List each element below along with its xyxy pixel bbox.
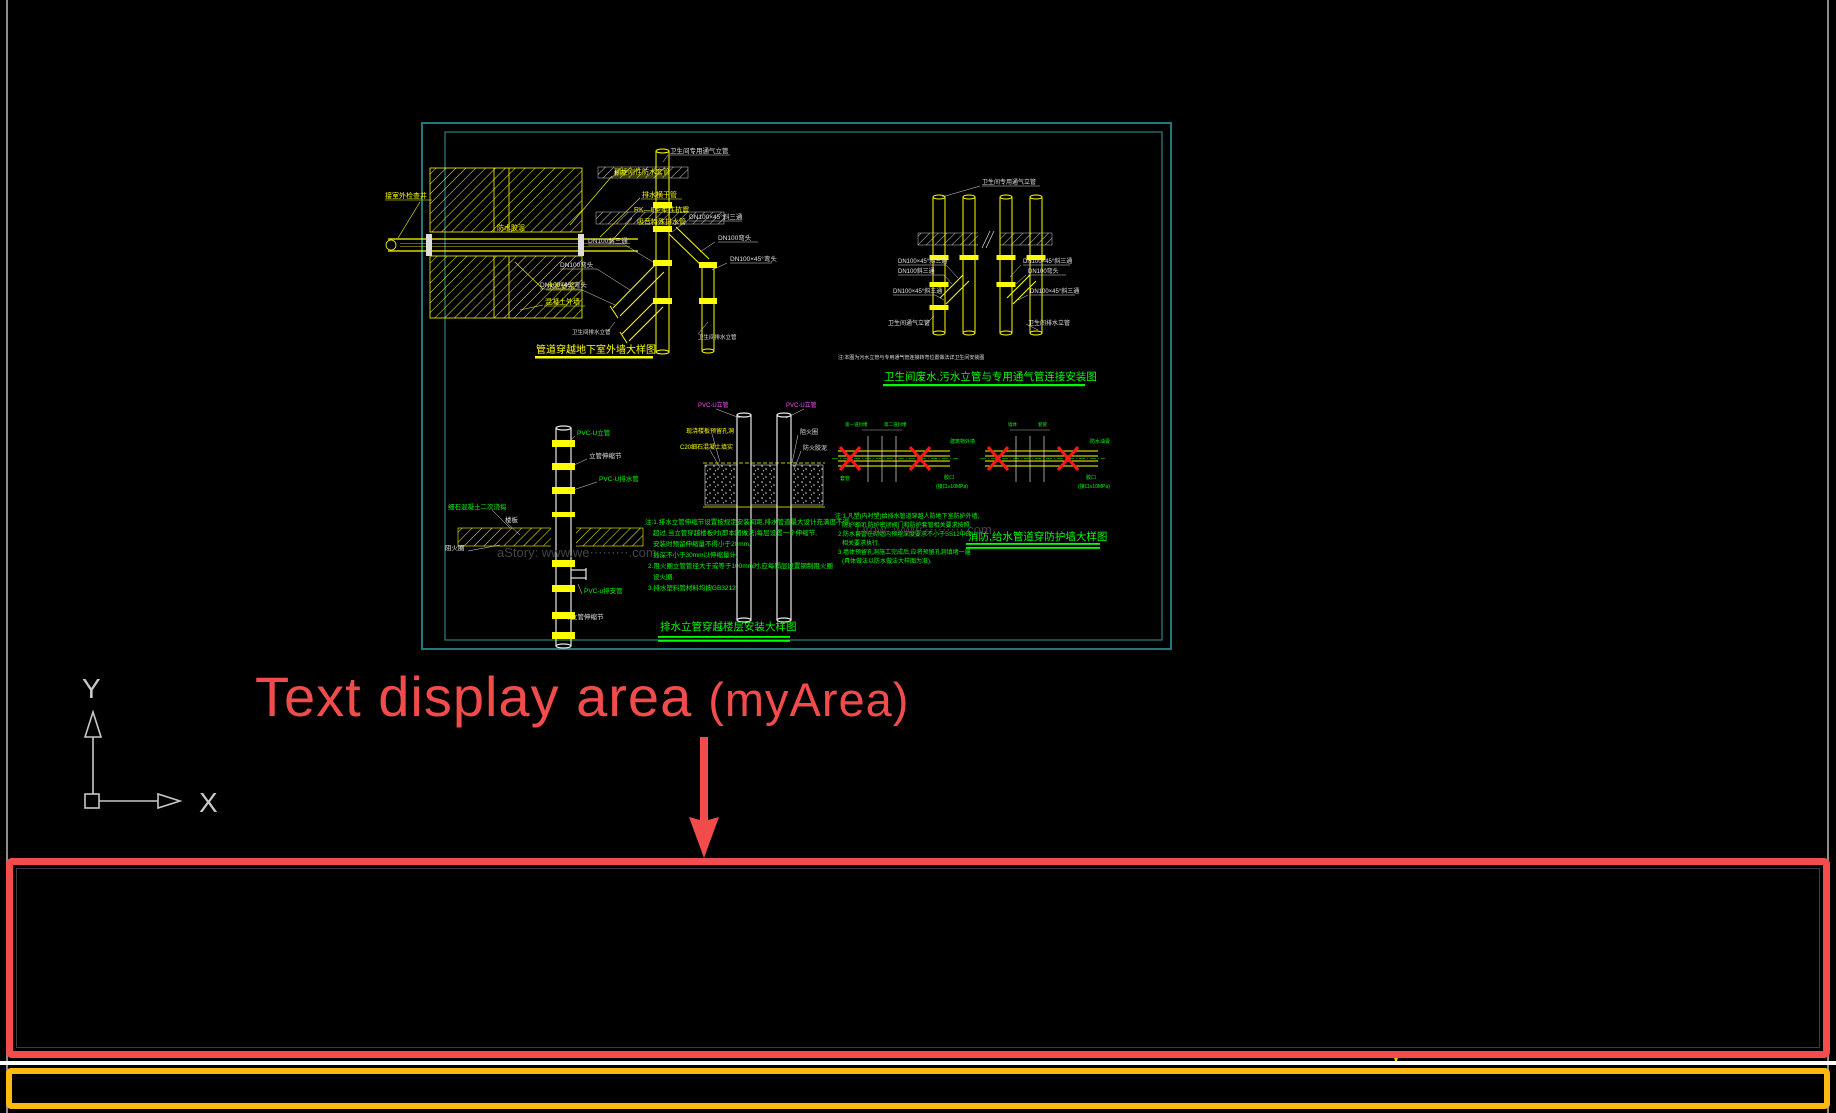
cad-label: DN100弯头 bbox=[718, 233, 752, 242]
cad-label: 现浇楼板预留孔洞 bbox=[686, 427, 734, 435]
cad-label: PVC-U立管 bbox=[786, 401, 817, 409]
svg-text:2.阻火圈立管管径大于或等于100mm时,应每隔层设置钢制阻: 2.阻火圈立管管径大于或等于100mm时,应每隔层设置钢制阻火圈 bbox=[648, 561, 833, 570]
detail-title-3: 排水立管穿越楼层安装大样图 bbox=[660, 620, 797, 633]
notes-center: 注:1.排水立管伸缩节设置按规定安装间距,排水管道最大设计充满度不得 超过,当立… bbox=[645, 517, 850, 592]
detail-fire-sleeve-left: 第一道封堵 第二道封堵 建筑物外墙 套管 胶口 (接口≥10MPa) bbox=[832, 421, 975, 490]
cad-label: 排水横干管 bbox=[642, 190, 677, 199]
detail-vent-riser: 卫生间专用通气立管 DN100×45°斜三通 DN100弯头 DN100×45°… bbox=[540, 146, 777, 355]
cad-label: 细石混凝土二次浇捣 bbox=[448, 502, 507, 511]
watermark: aStory: www.we⋯⋯⋯.com Drow: www.⋯⋯⋯.com bbox=[497, 522, 992, 560]
cad-label: RK—Ⅱ型柔性抗震 bbox=[634, 205, 689, 214]
area-annotation-paren: (myArea) bbox=[708, 673, 910, 726]
detail-title-1: 管道穿越地下室外墙大样图 bbox=[536, 343, 656, 356]
detail-fire-sleeve-right: 墙体 套管 防水油膏 胶口 (接口≥10MPa) bbox=[980, 421, 1110, 490]
input-box-frame bbox=[6, 1068, 1830, 1109]
detail-riser-group: 卫生间专用通气立管 DN100×45°斜三通 DN100斜三通 DN100×45… bbox=[838, 178, 1097, 387]
cad-label: PVC-u排支管 bbox=[584, 586, 623, 595]
cad-label: PVC-U立管 bbox=[577, 428, 611, 437]
text-display-area[interactable] bbox=[18, 870, 1822, 1050]
cad-label: 接室外检查井 bbox=[385, 191, 427, 200]
cad-label: DN100斜三通 bbox=[588, 236, 628, 245]
ucs-y-label: Y bbox=[82, 673, 101, 704]
text-display-area-frame bbox=[6, 858, 1830, 1058]
cad-label: 防水胶泥 bbox=[497, 223, 525, 232]
cad-label: (接口≥10MPa) bbox=[1078, 483, 1110, 490]
cad-label: 第二道封堵 bbox=[884, 421, 907, 428]
svg-text:防护密闭,防护密闭阀门和防护套管相关要求按照,: 防护密闭,防护密闭阀门和防护套管相关要求按照, bbox=[842, 521, 972, 529]
svg-text:3.排水塑料管材料均按GB3212.: 3.排水塑料管材料均按GB3212. bbox=[648, 583, 738, 592]
cad-label: 卫生间排水立管 bbox=[572, 328, 611, 336]
cad-label: 第一道封堵 bbox=[845, 421, 868, 428]
detail-floor-penetration: PVC-U立管 PVC-U立管 现浇楼板预留孔洞 C20细石混凝土填实 阻火圈 … bbox=[680, 401, 827, 623]
svg-text:(具体做法以防水做法大样图为准).: (具体做法以防水做法大样图为准). bbox=[842, 557, 932, 565]
detail-title-2: 卫生间废水,污水立管与专用通气管连接安装图 bbox=[884, 370, 1097, 383]
window-right-border bbox=[1827, 0, 1829, 1113]
cad-label: DN100弯头 bbox=[560, 260, 594, 269]
cad-label: 防水油膏 bbox=[1090, 438, 1110, 445]
window-left-border bbox=[6, 0, 8, 1113]
svg-text:插深不小于30mm以伸缩量计,: 插深不小于30mm以伸缩量计, bbox=[653, 550, 738, 559]
input-box[interactable] bbox=[16, 1076, 1824, 1103]
cad-label: 立管伸缩节 bbox=[571, 612, 604, 621]
svg-text:安装时预留伸缩量不得小于20mm,: 安装时预留伸缩量不得小于20mm, bbox=[653, 539, 751, 548]
cad-drawing-viewport[interactable]: 预埋刚性防水套管 排水横干管 RK—Ⅱ型柔性抗震 吸音特殊排水管 接室外检查井 … bbox=[370, 115, 1185, 660]
cad-label: 楼板 bbox=[505, 515, 519, 524]
svg-text:注:1.凡塑(内衬塑)给排水管道穿越人防地下室防护外墙,: 注:1.凡塑(内衬塑)给排水管道穿越人防地下室防护外墙, bbox=[835, 512, 980, 520]
svg-text:相关要求执行,: 相关要求执行, bbox=[842, 539, 880, 547]
ucs-x-label: X bbox=[199, 787, 218, 818]
cad-label: 套管 bbox=[1038, 421, 1047, 428]
svg-text:2.防水套管在砌墙内预埋深度要求不小于SS12中的: 2.防水套管在砌墙内预埋深度要求不小于SS12中的 bbox=[838, 530, 972, 538]
cad-label: 卫生间排水立管 bbox=[698, 333, 737, 341]
cad-label: 套管 bbox=[840, 475, 850, 482]
cad-label: 胶口 bbox=[944, 474, 954, 481]
cad-label: DN100×45°斜三通 bbox=[1030, 287, 1079, 295]
detail-title-4: 消防,给水管道穿防护墙大样图 bbox=[968, 530, 1107, 543]
cad-label: 墙体 bbox=[1008, 421, 1017, 428]
cad-label: DN100×45°斜三通 bbox=[689, 212, 743, 221]
ucs-icon: Y X bbox=[82, 673, 218, 818]
cad-label: 卫生间通气立管 bbox=[888, 319, 930, 327]
cad-label: 混凝土外墙 bbox=[545, 297, 580, 306]
cad-label: DN100×45°斜三通 bbox=[1023, 257, 1072, 265]
svg-text:3.墙体预留孔洞施工完成后,应将预留孔洞填堵一遍: 3.墙体预留孔洞施工完成后,应将预留孔洞填堵一遍 bbox=[838, 548, 971, 556]
cad-label: 卫生间专用通气立管 bbox=[670, 146, 729, 155]
svg-text:Drow: www.⋯⋯⋯.com: Drow: www.⋯⋯⋯.com bbox=[856, 522, 992, 537]
cad-label: 阻火圈 bbox=[800, 428, 818, 436]
cad-label: (接口≥10MPa) bbox=[936, 483, 968, 490]
cad-label: 标高 bbox=[614, 169, 626, 177]
area-annotation: Text display area (myArea) bbox=[255, 664, 909, 729]
svg-text:aStory: www.we⋯⋯⋯.com: aStory: www.we⋯⋯⋯.com bbox=[497, 545, 657, 560]
area-arrow-icon bbox=[689, 737, 719, 858]
cad-label: 水泥砂浆 bbox=[547, 281, 575, 290]
separator-line bbox=[0, 1061, 1836, 1065]
cad-label: 卫生间专用通气立管 bbox=[982, 178, 1036, 186]
detail-wall-penetration: 预埋刚性防水套管 排水横干管 RK—Ⅱ型柔性抗震 吸音特殊排水管 接室外检查井 … bbox=[385, 167, 689, 359]
cad-label: 立管伸缩节 bbox=[589, 451, 622, 460]
cad-label: PVC-U排水管 bbox=[599, 474, 639, 483]
cad-label: DN100弯头 bbox=[1028, 267, 1059, 275]
cad-label: 卫生间排水立管 bbox=[1028, 319, 1070, 327]
cad-label: 建筑物外墙 bbox=[950, 438, 975, 445]
cad-label: C20细石混凝土填实 bbox=[680, 443, 733, 451]
cad-label: 阻火圈 bbox=[445, 543, 465, 552]
cad-label: 防火胶泥 bbox=[803, 444, 827, 452]
cad-label: DN100×45°弯头 bbox=[540, 280, 587, 289]
svg-text:注:1.排水立管伸缩节设置按规定安装间距,排水管道最大设计充: 注:1.排水立管伸缩节设置按规定安装间距,排水管道最大设计充满度不得 bbox=[645, 517, 850, 526]
detail-titles: 排水立管穿越楼层安装大样图 消防,给水管道穿防护墙大样图 bbox=[658, 530, 1107, 642]
svg-text:超过,当立管穿越楼板时(即本图做法)每层设置一个伸缩节,: 超过,当立管穿越楼板时(即本图做法)每层设置一个伸缩节, bbox=[653, 528, 817, 537]
area-annotation-text: Text display area bbox=[255, 665, 693, 728]
notes-right: 注:1.凡塑(内衬塑)给排水管道穿越人防地下室防护外墙, 防护密闭,防护密闭阀门… bbox=[835, 512, 980, 565]
cad-note-small: 注:本图为污水立管与专用通气管连接转弯位置做法详卫生间安装图 bbox=[838, 354, 984, 361]
cad-label: DN100×45°斜三通 bbox=[898, 257, 947, 265]
cad-label: PVC-U立管 bbox=[698, 401, 729, 409]
cad-label: DN100×45°斜三通 bbox=[893, 287, 942, 295]
detail-pvc-riser: PVC-U立管 立管伸缩节 PVC-U排水管 细石混凝土二次浇捣 楼板 阻火圈 … bbox=[445, 425, 644, 649]
svg-text:设火圈.: 设火圈. bbox=[653, 572, 675, 581]
sheet-border bbox=[421, 122, 1172, 650]
cad-label: DN100斜三通 bbox=[898, 267, 935, 275]
cad-label: DN100×45°弯头 bbox=[730, 254, 777, 263]
cad-label: 胶口 bbox=[1086, 474, 1096, 481]
